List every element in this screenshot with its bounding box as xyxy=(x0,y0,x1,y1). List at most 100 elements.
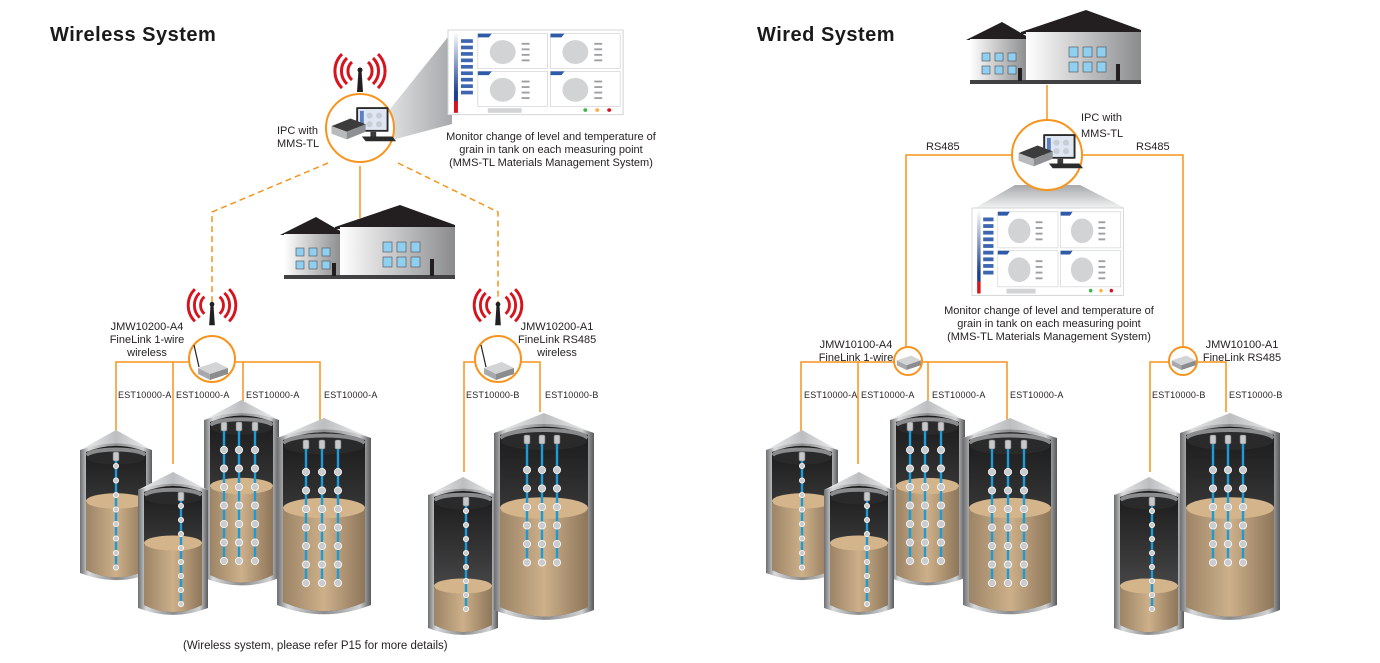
gateway-type: FineLink 1-wire xyxy=(109,334,185,346)
sensor-node xyxy=(937,520,946,529)
silo-roof xyxy=(80,430,152,450)
sensor-node xyxy=(988,467,997,476)
temperature-probe xyxy=(1020,439,1029,588)
sensor-node xyxy=(462,522,469,529)
silo xyxy=(138,472,208,615)
ipc-label: IPC with MMS-TL xyxy=(1081,110,1123,142)
silo xyxy=(1114,477,1184,635)
sensor-node xyxy=(799,535,806,542)
sensor-node xyxy=(1209,502,1218,511)
sensor-label: EST10000-A xyxy=(118,390,172,400)
sensor-node xyxy=(1004,579,1013,588)
probe-head-icon xyxy=(318,439,326,450)
sensor-node xyxy=(1239,465,1248,474)
sensor-node xyxy=(921,538,930,547)
gateway-model: JMW10200-A4 xyxy=(110,321,184,333)
probe-head-icon xyxy=(798,451,806,462)
sensor-node xyxy=(906,501,915,510)
sensor-node xyxy=(538,521,547,530)
sensor-node xyxy=(250,482,259,491)
sensor-label: EST10000-B xyxy=(466,390,520,400)
sensor-label: EST10000-A xyxy=(861,390,915,400)
sensor-node xyxy=(317,560,326,569)
sensor-label: EST10000-B xyxy=(545,390,599,400)
sensor-node xyxy=(250,445,259,454)
probe-head-icon xyxy=(220,421,228,432)
footnote: (Wireless system, please refer P15 for m… xyxy=(183,640,448,652)
sensor-node xyxy=(177,601,184,608)
sensor-node xyxy=(1239,502,1248,511)
sensor-node xyxy=(317,504,326,513)
sensor-node xyxy=(799,506,806,513)
sensor-node xyxy=(462,578,469,585)
sensor-node xyxy=(988,542,997,551)
sensor-node xyxy=(1224,484,1233,493)
temperature-probe xyxy=(921,421,930,566)
probe-head-icon xyxy=(988,439,996,450)
sensor-node xyxy=(250,557,259,566)
silo xyxy=(1180,413,1280,620)
sensor-node xyxy=(937,557,946,566)
sensor-node xyxy=(523,540,532,549)
sensor-node xyxy=(333,579,342,588)
silo xyxy=(824,472,894,615)
ipc-label-line1: IPC with xyxy=(1081,112,1122,124)
gateway-mode: wireless xyxy=(537,347,577,359)
signal-icon xyxy=(186,287,238,327)
probe-head-icon xyxy=(462,496,470,507)
sensor-node xyxy=(333,560,342,569)
sensor-node xyxy=(921,482,930,491)
sensor-node xyxy=(553,540,562,549)
sensor-node xyxy=(553,502,562,511)
sensor-node xyxy=(317,542,326,551)
sensor-node xyxy=(864,601,871,608)
sensor-node xyxy=(317,467,326,476)
sensor-label: EST10000-A xyxy=(176,390,230,400)
sensor-node xyxy=(921,501,930,510)
probe-head-icon xyxy=(937,421,945,432)
gateway-label-a1: JMW10200-A1 FineLink RS485 wireless xyxy=(518,321,596,360)
wireless-link-left xyxy=(211,162,329,302)
ipc-label-line1: IPC with xyxy=(277,125,318,137)
silo xyxy=(494,413,594,620)
ipc-label-line2: MMS-TL xyxy=(277,138,320,150)
temperature-probe xyxy=(333,439,342,588)
grain-fill xyxy=(210,479,273,583)
gateway-model: JMW10200-A1 xyxy=(520,321,594,333)
probe-head-icon xyxy=(1239,434,1247,445)
sensor-node xyxy=(1020,560,1029,569)
gateway-model: JMW10100-A4 xyxy=(819,339,893,351)
sensor-node xyxy=(906,538,915,547)
temperature-probe xyxy=(553,434,562,567)
sensor-node xyxy=(1239,484,1248,493)
sensor-node xyxy=(317,579,326,588)
sensor-node xyxy=(234,445,243,454)
sensor-node xyxy=(177,587,184,594)
sensor-node xyxy=(317,523,326,532)
sensor-node xyxy=(1004,486,1013,495)
sensor-node xyxy=(113,521,120,528)
temperature-probe xyxy=(317,439,326,588)
sensor-node xyxy=(333,504,342,513)
sensor-node xyxy=(1149,550,1156,557)
sensor-node xyxy=(538,502,547,511)
probe-head-icon xyxy=(1020,439,1028,450)
sensor-node xyxy=(523,484,532,493)
probe-head-icon xyxy=(302,439,310,450)
gateway-label-a4: JMW10100-A4 FineLink 1-wire xyxy=(812,339,900,365)
sensor-node xyxy=(333,523,342,532)
sensor-node xyxy=(906,482,915,491)
sensor-node xyxy=(553,484,562,493)
sensor-node xyxy=(301,579,310,588)
sensor-node xyxy=(553,558,562,567)
sensor-node xyxy=(301,486,310,495)
gateway-type: FineLink 1-wire xyxy=(818,352,894,364)
sensor-node xyxy=(906,520,915,529)
bus-label-left: RS485 xyxy=(926,141,960,153)
temperature-probe xyxy=(538,434,547,567)
sensor-label: EST10000-A xyxy=(932,390,986,400)
sensor-node xyxy=(234,557,243,566)
sensor-node xyxy=(799,521,806,528)
sensor-node xyxy=(462,507,469,514)
sensor-node xyxy=(250,520,259,529)
